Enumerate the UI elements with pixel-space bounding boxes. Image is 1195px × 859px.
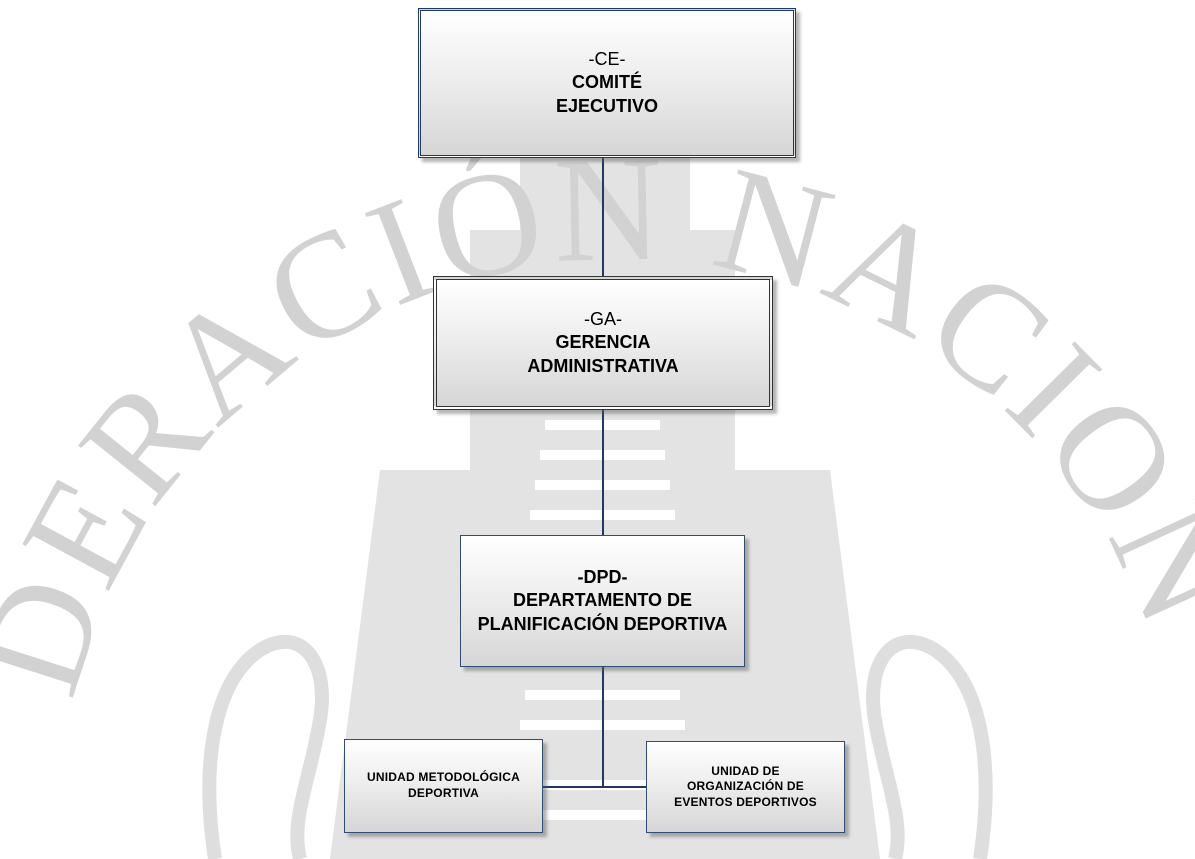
- pyramid-watermark-icon: [330, 150, 880, 859]
- gerencia-administrativa-box: -GA- GERENCIA ADMINISTRATIVA: [433, 276, 773, 410]
- departamento-planificacion-name-line1: DEPARTAMENTO DE: [512, 590, 692, 611]
- comite-ejecutivo-box: -CE- COMITÉ EJECUTIVO: [418, 8, 796, 158]
- gerencia-administrativa-name-line1: GERENCIA: [555, 332, 651, 353]
- unidad-eventos-box: UNIDAD DE ORGANIZACIÓN DE EVENTOS DEPORT…: [646, 741, 845, 833]
- gerencia-administrativa-code: -GA-: [584, 308, 622, 329]
- unidad-metodologica-box: UNIDAD METODOLÓGICA DEPORTIVA: [344, 739, 543, 833]
- comite-ejecutivo-name-line2: EJECUTIVO: [555, 95, 659, 116]
- unidad-eventos-name-line3: EVENTOS DEPORTIVOS: [674, 794, 817, 809]
- unidad-metodologica-name-line1: UNIDAD METODOLÓGICA: [367, 770, 520, 785]
- departamento-planificacion-box: -DPD- DEPARTAMENTO DE PLANIFICACIÓN DEPO…: [460, 535, 745, 667]
- unidad-metodologica-name-line2: DEPORTIVA: [408, 786, 479, 800]
- comite-ejecutivo-code: -CE-: [588, 48, 626, 69]
- unidad-eventos-name-line1: UNIDAD DE: [711, 763, 780, 778]
- gerencia-administrativa-name-line2: ADMINISTRATIVA: [527, 355, 679, 376]
- comite-ejecutivo-name-line1: COMITÉ: [572, 72, 642, 93]
- figure-right-watermark-icon: [866, 634, 993, 859]
- unidad-eventos-name-line2: ORGANIZACIÓN DE: [687, 779, 804, 794]
- figure-left-watermark-icon: [202, 634, 329, 859]
- departamento-planificacion-code: -DPD-: [577, 566, 628, 587]
- departamento-planificacion-name-line2: PLANIFICACIÓN DEPORTIVA: [477, 613, 728, 634]
